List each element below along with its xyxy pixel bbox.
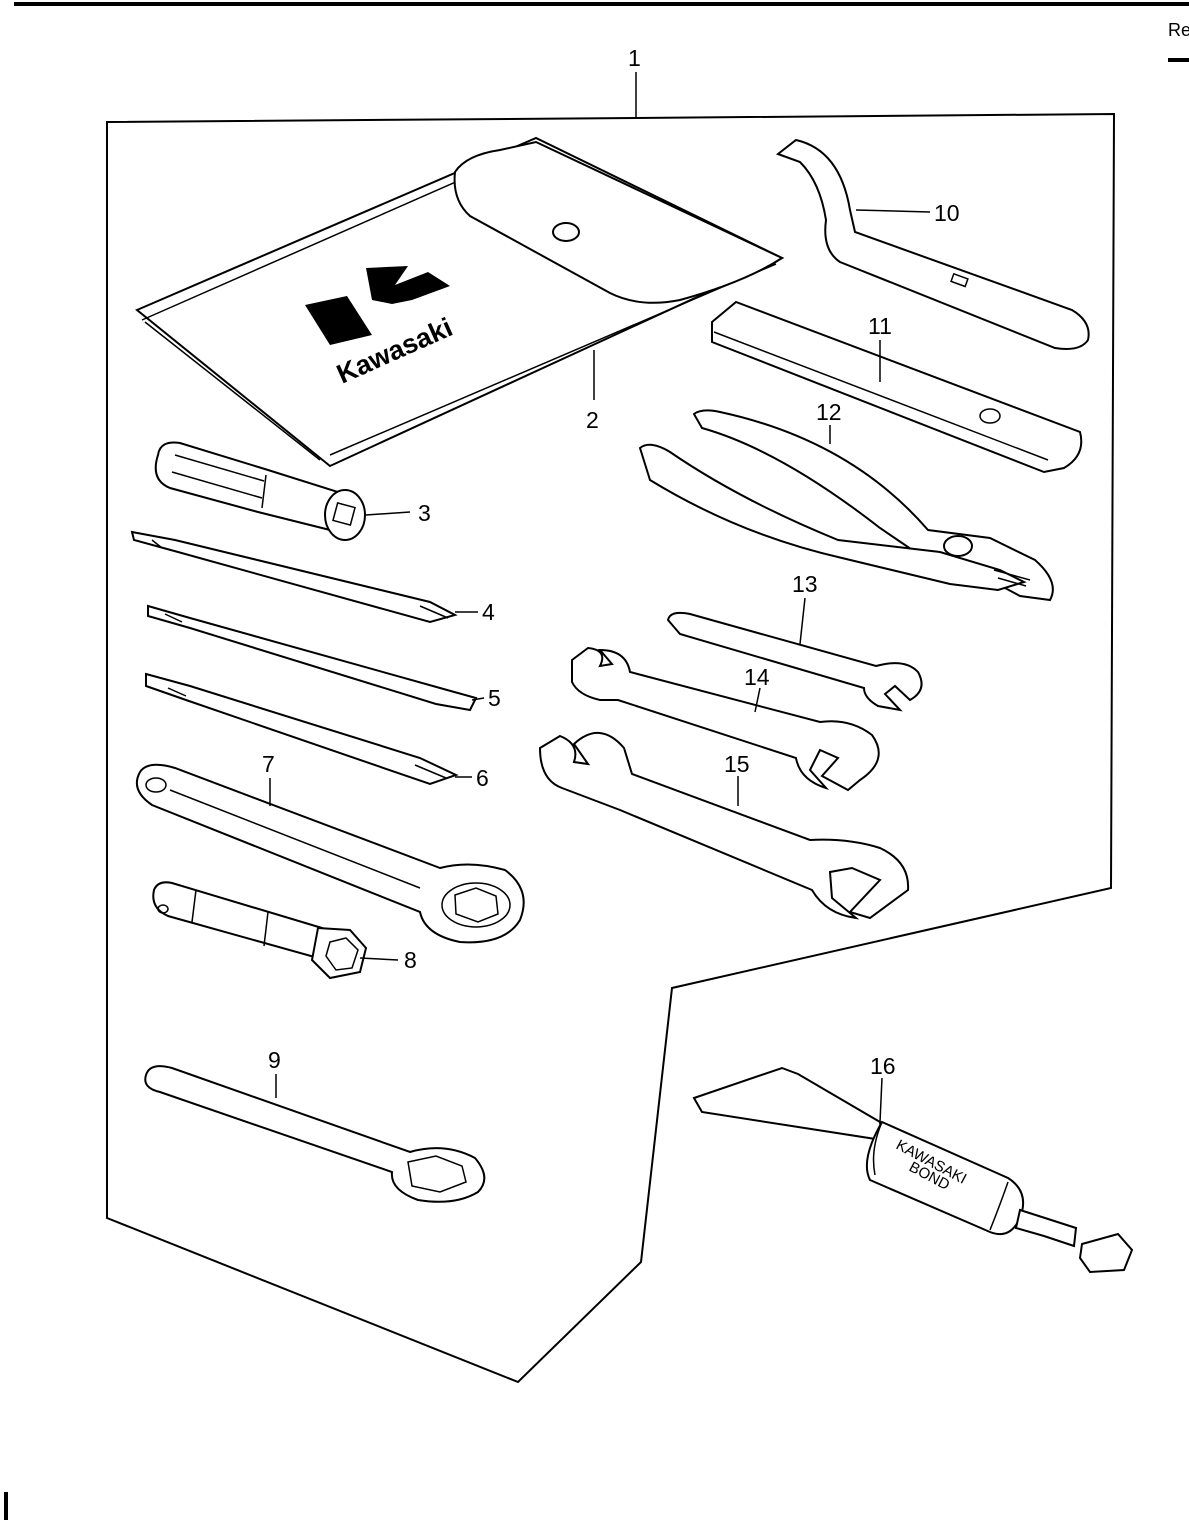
hook-spanner xyxy=(775,138,1090,350)
spark-plug-socket xyxy=(152,881,368,980)
flat-extension-bar xyxy=(711,300,1083,474)
callout-4: 4 xyxy=(482,599,495,625)
screwdriver-grip xyxy=(154,441,366,541)
bond-tube: KAWASAKI BOND xyxy=(692,1066,1134,1274)
screwdriver-shaft-phillips-small xyxy=(145,672,459,786)
page-border-marks xyxy=(4,2,1189,1520)
callout-8: 8 xyxy=(404,947,417,973)
ring-wrench-short xyxy=(144,1065,486,1203)
callout-3: 3 xyxy=(418,500,431,526)
screwdriver-shaft-phillips-large xyxy=(130,530,458,624)
box-wrench-long xyxy=(136,763,525,944)
callout-2: 2 xyxy=(586,407,599,433)
page-header-fragment: Re xyxy=(1168,20,1189,40)
callout-12: 12 xyxy=(816,399,842,425)
open-end-wrench-medium xyxy=(571,646,880,792)
callout-1: 1 xyxy=(628,45,641,71)
callout-9: 9 xyxy=(268,1047,281,1073)
combination-pliers xyxy=(638,409,1054,602)
callout-16: 16 xyxy=(870,1053,896,1079)
callout-6: 6 xyxy=(476,765,489,791)
callout-labels: 1 2 3 4 5 6 7 8 9 10 11 12 13 14 15 16 xyxy=(262,45,960,1079)
leader-lines xyxy=(269,72,931,1123)
callout-15: 15 xyxy=(724,751,750,777)
tool-kit-boundary xyxy=(106,112,1116,1384)
callout-7: 7 xyxy=(262,751,275,777)
callout-10: 10 xyxy=(934,200,960,226)
callout-5: 5 xyxy=(488,685,501,711)
open-end-wrench-small xyxy=(666,611,923,712)
screwdriver-shaft-flat xyxy=(147,604,478,712)
tool-pouch: Kawasaki xyxy=(135,136,785,468)
callout-14: 14 xyxy=(744,664,770,690)
callout-11: 11 xyxy=(868,313,892,339)
open-end-wrench-large xyxy=(538,731,910,920)
callout-13: 13 xyxy=(792,571,818,597)
